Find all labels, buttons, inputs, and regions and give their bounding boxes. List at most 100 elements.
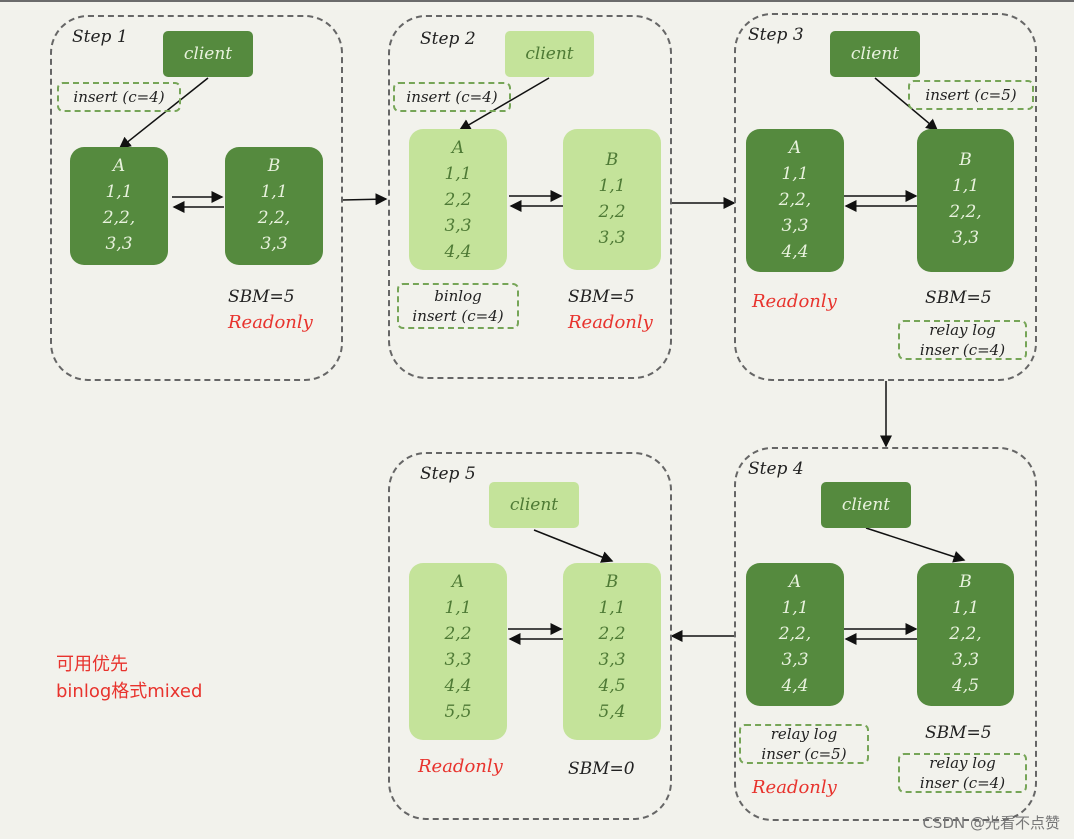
- step-2-readonly: Readonly: [568, 312, 653, 333]
- node-row: 1,1: [781, 598, 809, 618]
- step-4-label: Step 4: [748, 459, 804, 479]
- node-row: 3,3: [598, 228, 626, 248]
- node-title: A: [112, 156, 126, 176]
- node-row: 1,1: [105, 182, 133, 202]
- node-row: 2,2: [444, 624, 472, 644]
- step-1-sbm: SBM=5: [228, 287, 295, 307]
- step-5-sbm: SBM=0: [568, 759, 635, 779]
- step-5-client: client: [489, 482, 579, 528]
- node-row: 3,3: [444, 216, 472, 236]
- step-4-sbm: SBM=5: [925, 723, 992, 743]
- step-1-label: Step 1: [72, 27, 128, 47]
- step-2-insert-note: insert (c=4): [393, 82, 511, 112]
- node-row: 2,2,: [949, 624, 982, 644]
- step-4-client: client: [821, 482, 911, 528]
- binlog-text: insert (c=4): [412, 307, 504, 325]
- node-row: 4,4: [444, 242, 472, 262]
- node-row: 1,1: [260, 182, 288, 202]
- step-4-node-a: A 1,1 2,2, 3,3 4,4: [746, 563, 844, 706]
- step-3-node-a: A 1,1 2,2, 3,3 4,4: [746, 129, 844, 272]
- step-1-node-b: B 1,1 2,2, 3,3: [225, 147, 323, 265]
- node-row: 3,3: [598, 650, 626, 670]
- node-row: 3,3: [444, 650, 472, 670]
- node-row: 1,1: [951, 176, 980, 196]
- node-row: 3,3: [951, 228, 980, 248]
- side-note-line-2: binlog格式mixed: [56, 681, 203, 702]
- side-note-line-1: 可用优先: [56, 654, 128, 675]
- step-1-client: client: [163, 31, 253, 77]
- node-row: 2,2: [598, 202, 626, 222]
- step-2-node-b: B 1,1 2,2 3,3: [563, 129, 661, 270]
- node-title: B: [605, 150, 619, 170]
- step-1-insert-note: insert (c=4): [57, 82, 181, 112]
- node-row: 3,3: [951, 650, 980, 670]
- step-3-panel: Step 3: [734, 13, 1037, 381]
- node-row: 1,1: [781, 164, 809, 184]
- step-4-node-b: B 1,1 2,2, 3,3 4,5: [917, 563, 1014, 706]
- step-3-insert-text: insert (c=5): [925, 86, 1017, 104]
- node-row: 1,1: [598, 598, 626, 618]
- step-2-panel: Step 2: [388, 15, 672, 379]
- step-5-node-b: B 1,1 2,2 3,3 4,5 5,4: [563, 563, 661, 740]
- node-row: 2,2,: [778, 624, 812, 644]
- relay-log-title: relay log: [929, 754, 996, 772]
- relay-log-title: relay log: [770, 725, 838, 743]
- step-1-panel: Step 1: [50, 15, 343, 381]
- step-2-insert-text: insert (c=4): [406, 88, 498, 106]
- step-2-binlog-note: binlog insert (c=4): [397, 283, 519, 329]
- top-border: [0, 0, 1074, 2]
- step-5-node-a: A 1,1 2,2 3,3 4,4 5,5: [409, 563, 507, 740]
- step-3-relay-note: relay log inser (c=4): [898, 320, 1027, 360]
- node-row: 2,2: [444, 190, 472, 210]
- node-row: 2,2,: [102, 208, 136, 228]
- relay-log-text: inser (c=4): [919, 341, 1006, 359]
- node-row: 2,2,: [778, 190, 812, 210]
- node-row: 2,2,: [949, 202, 982, 222]
- step-4-relay-note-b: relay log inser (c=4): [898, 753, 1027, 793]
- step-1-readonly: Readonly: [228, 312, 313, 333]
- node-row: 5,4: [598, 702, 626, 722]
- step-3-sbm: SBM=5: [925, 288, 992, 308]
- node-row: 2,2,: [257, 208, 291, 228]
- binlog-title: binlog: [434, 287, 482, 305]
- relay-log-text: inser (c=5): [761, 745, 847, 763]
- step-2-node-a: A 1,1 2,2 3,3 4,4: [409, 129, 507, 270]
- step-1-insert-text: insert (c=4): [73, 88, 165, 106]
- step-5-panel: Step 5: [388, 452, 672, 820]
- step-5-readonly: Readonly: [418, 756, 503, 777]
- node-row: 4,4: [781, 242, 809, 262]
- step-3-label: Step 3: [748, 25, 804, 45]
- step-3-readonly: Readonly: [752, 291, 837, 312]
- step-5-label: Step 5: [420, 464, 476, 484]
- node-row: 3,3: [260, 234, 288, 254]
- node-row: 3,3: [105, 234, 133, 254]
- node-row: 4,4: [781, 676, 809, 696]
- relay-log-text: inser (c=4): [919, 774, 1006, 792]
- step-4-readonly: Readonly: [752, 777, 837, 798]
- watermark: CSDN @光看不点赞: [922, 814, 1060, 832]
- node-title: A: [451, 138, 465, 158]
- step-3-insert-note: insert (c=5): [908, 80, 1034, 110]
- node-title: B: [959, 150, 972, 170]
- node-row: 3,3: [781, 216, 809, 236]
- step-4-panel: Step 4: [734, 447, 1037, 821]
- node-title: A: [788, 572, 802, 592]
- step-2-sbm: SBM=5: [568, 287, 635, 307]
- node-row: 5,5: [444, 702, 472, 722]
- step-2-client: client: [505, 31, 594, 77]
- node-row: 4,4: [444, 676, 472, 696]
- step-3-client: client: [830, 31, 920, 77]
- node-title: A: [451, 572, 465, 592]
- node-row: 1,1: [951, 598, 980, 618]
- node-row: 4,5: [598, 676, 626, 696]
- step-4-relay-note-a: relay log inser (c=5): [739, 724, 869, 764]
- node-title: A: [788, 138, 802, 158]
- node-title: B: [605, 572, 619, 592]
- relay-log-title: relay log: [929, 321, 996, 339]
- step-3-node-b: B 1,1 2,2, 3,3: [917, 129, 1014, 272]
- node-row: 4,5: [951, 676, 980, 696]
- node-row: 1,1: [444, 598, 472, 618]
- node-row: 1,1: [444, 164, 472, 184]
- node-title: B: [959, 572, 972, 592]
